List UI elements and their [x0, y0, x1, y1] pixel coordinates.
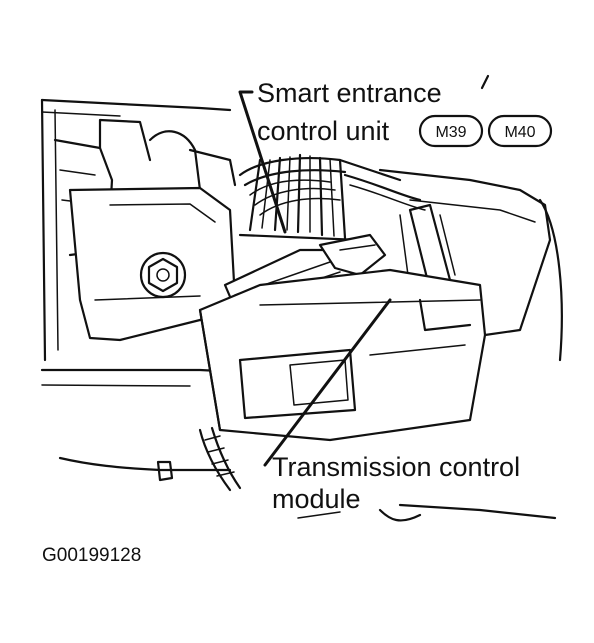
lower-harness: [198, 426, 422, 522]
label-smart-entrance-line1: Smart entrance: [257, 78, 442, 108]
leader-tcm: [263, 298, 392, 467]
connector-m39-badge: M39: [418, 114, 484, 148]
dash-structure: [40, 98, 242, 482]
wiring-harness: [238, 153, 426, 257]
mounting-nut: [139, 251, 187, 299]
connector-m39-label: M39: [435, 124, 466, 141]
connector-m40-label: M40: [504, 124, 535, 141]
transmission-control-module: [198, 268, 487, 442]
figure-id: G00199128: [42, 545, 141, 566]
leader-smart-entrance: [238, 90, 287, 234]
right-panel-edge: [538, 198, 563, 362]
floor-line: [398, 503, 557, 520]
connector-m40-badge: M40: [487, 114, 553, 148]
label-tcm-line1: Transmission control: [272, 452, 520, 482]
label-smart-entrance-line2: control unit: [257, 116, 390, 146]
leader-lines: [238, 74, 490, 467]
label-tcm-line2: module: [272, 484, 361, 514]
